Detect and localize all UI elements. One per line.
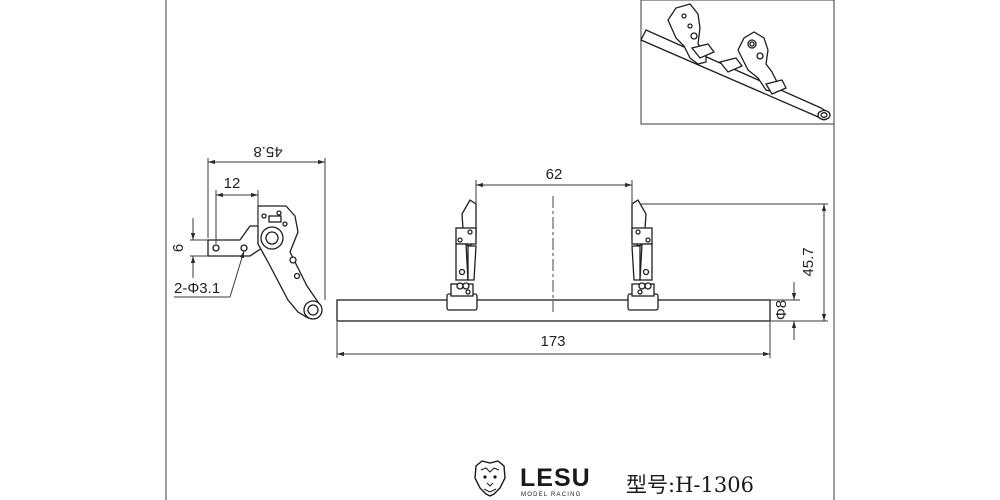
front-bracket-left <box>446 199 478 311</box>
brand-name: LESU <box>520 464 591 492</box>
front-bracket-right <box>627 199 659 311</box>
dim-side-overall-width: 45.8 <box>253 143 282 160</box>
dim-side-hole-height: 6 <box>170 244 187 252</box>
dim-front-overall-height: 45.7 <box>800 247 817 276</box>
front-view <box>336 196 771 322</box>
lion-head-icon <box>474 460 506 497</box>
side-view <box>207 205 323 320</box>
dim-front-bar-diameter: Φ8 <box>773 300 790 320</box>
brand-subtitle: MODEL RACING <box>521 492 582 498</box>
side-bracket-plate <box>257 205 319 319</box>
iso-tube <box>640 29 830 121</box>
title-block: LESU MODEL RACING 型号:H-1306 <box>474 460 754 498</box>
dim-side-bracket-offset: 12 <box>224 175 241 192</box>
isometric-view <box>640 0 835 125</box>
dim-side-holes: 2-Φ3.1 <box>174 280 220 297</box>
model-number: 型号:H-1306 <box>626 473 754 497</box>
side-hole-2 <box>240 244 248 252</box>
dim-front-bar-length: 173 <box>540 333 565 350</box>
dim-front-bracket-spacing: 62 <box>546 166 563 183</box>
side-hole-1 <box>212 244 220 252</box>
side-dimensions: 45.8 12 6 2-Φ3.1 <box>170 143 326 300</box>
iso-bracket-right <box>737 31 779 93</box>
front-dimensions: 62 173 45.7 Φ8 <box>336 166 828 358</box>
